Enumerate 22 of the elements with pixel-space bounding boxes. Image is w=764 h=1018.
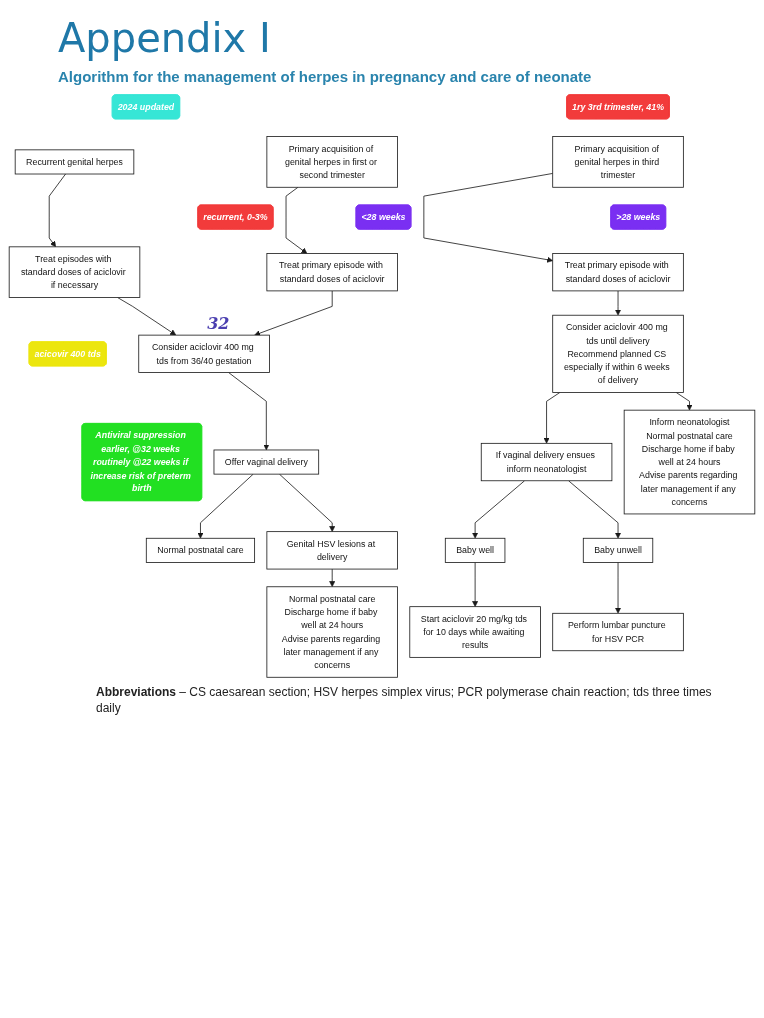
node-box: Normal postnatal care [145, 537, 256, 563]
node-box: Treat primary episode with standard doses of aciclovir [266, 253, 398, 292]
node-box: Baby unwell [582, 537, 654, 563]
node-box: Normal postnatal care Discharge home if baby well at 24 hours Advise parents regarding later management if any concerns [266, 586, 398, 678]
caption: Abbreviations – CS caesarean section; HSV herpes simplex virus; PCR polymerase chain reaction; tds three times daily [96, 684, 713, 716]
node-box: Consider aciclovir 400 mg tds until delivery Recommend planned CS especially if within 6 weeks of delivery [552, 314, 684, 393]
node-box: Consider aciclovir 400 mg tds from 36/40 gestation [138, 334, 270, 373]
node-box: Inform neonatologist Normal postnatal care Discharge home if baby well at 24 hours Advise parents regarding later management if any concerns [623, 409, 756, 515]
node-box: If vaginal delivery ensues inform neonatologist [480, 442, 613, 482]
title: Appendix I [58, 14, 271, 62]
node-box: Start aciclovir 20 mg/kg tds for 10 days while awaiting results [409, 606, 541, 658]
node-box: Primary acquisition of genital herpes in third trimester [552, 136, 684, 188]
node-box: Baby well [444, 537, 506, 563]
node-box: Perform lumbar puncture for HSV PCR [552, 612, 684, 652]
node-box: Genital HSV lesions at delivery [266, 531, 398, 570]
node-box: Offer vaginal delivery [213, 449, 320, 475]
handwritten-note: 32 [207, 314, 230, 334]
node-box: Primary acquisition of genital herpes in first or second trimester [266, 136, 398, 188]
node-box: Recurrent genital herpes [14, 149, 135, 175]
subtitle: Algorithm for the management of herpes in pregnancy and care of neonate [58, 68, 592, 85]
node-box: Treat primary episode with standard doses of aciclovir [552, 253, 684, 292]
node-box: Treat episodes with standard doses of aciclovir if necessary [8, 246, 141, 298]
